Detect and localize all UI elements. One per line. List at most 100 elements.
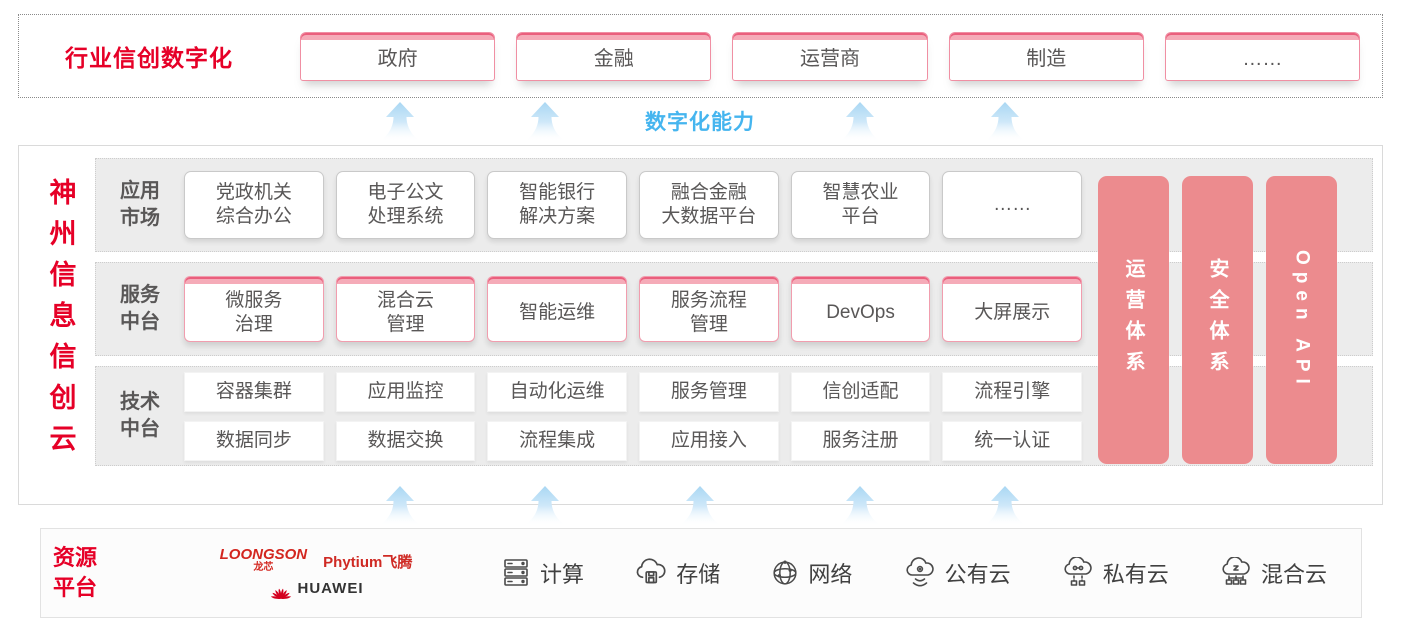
app-box-label: 党政机关 综合办公 xyxy=(215,182,292,227)
cloud-platform-panel: 神州信息信创云 应用 市场 党政机关 综合办公 电子公文 处理系统 智能银行 解… xyxy=(18,145,1383,505)
tech-box-label: 数据交换 xyxy=(367,429,444,451)
loongson-wordmark: LOONGSON xyxy=(219,545,308,563)
app-box-label: 电子公文 处理系统 xyxy=(367,182,444,227)
tech-box-label: 自动化运维 xyxy=(509,380,605,402)
huawei-wordmark: HUAWEI xyxy=(297,580,364,597)
capability-label: 数字化能力 xyxy=(645,111,755,134)
pillar-label: Open API xyxy=(1291,249,1313,391)
industry-box-finance: 金融 xyxy=(516,31,712,81)
loongson-logo: LOONGSON 龙芯 xyxy=(220,547,308,573)
tech-box: 服务注册 xyxy=(790,420,931,461)
pillar-operations-system: 运营体系 xyxy=(1098,176,1169,464)
up-arrow-icon xyxy=(679,486,721,526)
industry-panel: 行业信创数字化 政府 金融 运营商 制造 …… xyxy=(18,14,1383,98)
tech-box-label: 服务管理 xyxy=(670,380,747,402)
tech-items-row2: 数据同步 数据交换 流程集成 应用接入 服务注册 统一认证 xyxy=(184,420,1083,461)
cloud-platform-title-wrap: 神州信息信创云 xyxy=(35,158,87,484)
tech-box: 服务管理 xyxy=(639,371,779,412)
up-arrow-icon xyxy=(524,102,566,142)
pillar-label: 安全体系 xyxy=(1206,258,1228,382)
pillar-label: 运营体系 xyxy=(1122,258,1144,382)
cloud-platform-title: 神州信息信创云 xyxy=(45,177,76,465)
industry-label: 政府 xyxy=(377,48,418,70)
service-box: 智能运维 xyxy=(487,276,628,342)
app-box-label: 融合金融 大数据平台 xyxy=(661,182,757,227)
industry-box-government: 政府 xyxy=(300,31,496,81)
up-arrow-icon xyxy=(524,486,566,526)
app-box: 党政机关 综合办公 xyxy=(184,171,324,239)
tech-box-label: 应用监控 xyxy=(367,380,444,402)
public-cloud-icon xyxy=(905,557,934,587)
service-box-label: DevOps xyxy=(826,301,895,323)
tech-box: 数据同步 xyxy=(184,420,324,461)
industry-label: …… xyxy=(1242,48,1283,70)
tech-box: 容器集群 xyxy=(184,371,324,412)
row-label-app-market: 应用 市场 xyxy=(120,180,160,229)
resource-panel: 资源 平台 LOONGSON 龙芯 Phytium飞腾 xyxy=(40,528,1362,618)
resource-panel-title: 资源 平台 xyxy=(53,545,98,600)
tech-box-label: 服务注册 xyxy=(822,429,899,451)
up-arrow-icon xyxy=(379,102,421,142)
app-box-label: 智能银行 解决方案 xyxy=(519,182,596,227)
app-box: 智慧农业 平台 xyxy=(790,171,931,239)
industry-box-more: …… xyxy=(1164,31,1361,81)
industry-box-manufacturing: 制造 xyxy=(948,31,1144,81)
tech-box: 信创适配 xyxy=(790,371,931,412)
app-market-items: 党政机关 综合办公 电子公文 处理系统 智能银行 解决方案 融合金融 大数据平台… xyxy=(184,171,1083,239)
tech-box: 流程集成 xyxy=(487,420,628,461)
service-box: 混合云 管理 xyxy=(335,276,476,342)
tech-box-label: 统一认证 xyxy=(974,429,1051,451)
tech-box-label: 容器集群 xyxy=(215,380,292,402)
app-box-label: …… xyxy=(993,194,1032,216)
service-box-label: 智能运维 xyxy=(519,301,596,323)
resource-network: 网络 xyxy=(769,557,852,589)
service-box-label: 大屏展示 xyxy=(974,301,1051,323)
tech-platform-items: 容器集群 应用监控 自动化运维 服务管理 信创适配 流程引擎 数据同步 数据交换… xyxy=(184,371,1083,461)
service-platform-items: 微服务 治理 混合云 管理 智能运维 服务流程 管理 DevOps 大屏展示 xyxy=(184,276,1083,342)
tech-box: 自动化运维 xyxy=(487,371,628,412)
industry-box-operator: 运营商 xyxy=(732,31,928,81)
up-arrow-icon xyxy=(379,486,421,526)
service-box: DevOps xyxy=(790,276,931,342)
up-arrow-icon xyxy=(984,102,1026,142)
network-icon xyxy=(773,560,797,585)
app-box: 智能银行 解决方案 xyxy=(487,171,628,239)
tech-items-row1: 容器集群 应用监控 自动化运维 服务管理 信创适配 流程引擎 xyxy=(184,371,1083,412)
service-box-label: 混合云 管理 xyxy=(377,289,435,335)
tech-box: 应用接入 xyxy=(639,420,779,461)
row-label-service-platform: 服务 中台 xyxy=(120,284,160,333)
app-box-more: …… xyxy=(942,171,1083,239)
resource-label: 存储 xyxy=(676,562,721,587)
resource-compute: 计算 xyxy=(499,557,584,589)
tech-box-label: 信创适配 xyxy=(822,380,899,402)
app-box: 电子公文 处理系统 xyxy=(335,171,476,239)
pillar-open-api: Open API xyxy=(1266,176,1337,464)
pillar-security-system: 安全体系 xyxy=(1182,176,1253,464)
resource-label: 网络 xyxy=(808,562,853,587)
vendor-logos: LOONGSON 龙芯 Phytium飞腾 xyxy=(191,547,441,600)
tech-box: 应用监控 xyxy=(335,371,476,412)
resource-label: 公有云 xyxy=(944,562,1011,587)
up-arrow-icon xyxy=(839,102,881,142)
phytium-logo: Phytium飞腾 xyxy=(323,553,413,571)
resource-hybrid-cloud: 混合云 xyxy=(1218,557,1327,589)
resource-label: 混合云 xyxy=(1260,562,1327,587)
resource-items: 计算 存储 网络 xyxy=(441,557,1361,589)
resource-storage: 存储 xyxy=(633,557,720,589)
tech-box: 数据交换 xyxy=(335,420,476,461)
resource-label: 计算 xyxy=(540,562,585,587)
tech-box-label: 流程引擎 xyxy=(974,380,1051,402)
up-arrow-icon xyxy=(839,486,881,526)
row-label-tech-platform: 技术 中台 xyxy=(120,391,160,440)
service-box-label: 服务流程 管理 xyxy=(670,289,747,335)
service-box-label: 微服务 治理 xyxy=(225,289,283,335)
resource-private-cloud: 私有云 xyxy=(1060,557,1169,589)
tech-box-label: 流程集成 xyxy=(519,429,596,451)
tech-box: 统一认证 xyxy=(942,420,1083,461)
app-box: 融合金融 大数据平台 xyxy=(639,171,779,239)
up-arrow-icon xyxy=(984,486,1026,526)
industry-panel-title: 行业信创数字化 xyxy=(65,45,233,71)
hybrid-cloud-icon xyxy=(1222,557,1250,585)
loongson-chinese: 龙芯 xyxy=(253,561,274,573)
huawei-logo: HUAWEI xyxy=(269,578,364,600)
